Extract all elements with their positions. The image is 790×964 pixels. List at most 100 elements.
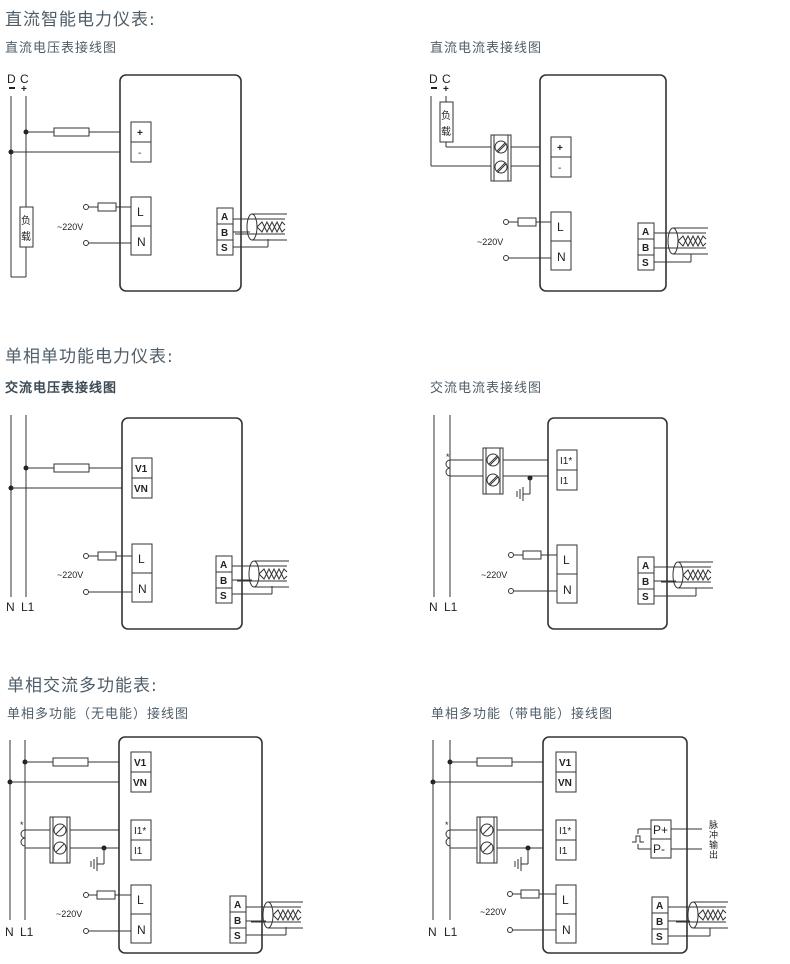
ct-polarity-mark: *: [446, 452, 450, 462]
terminal-n: N: [137, 923, 146, 937]
fuse: [476, 757, 513, 767]
fuse: [53, 463, 90, 473]
terminal-s: S: [656, 932, 663, 943]
diagram-dc-ammeter: D C + 负 载 + - L N ~220V A B S: [429, 72, 709, 292]
ct-coil-icon: [445, 459, 451, 477]
pulse-label-3: 输: [709, 839, 718, 850]
diagram-ac-voltmeter: N L1 V1 VN L N ~220V A B S: [6, 415, 290, 630]
terminal-vn: VN: [134, 484, 148, 495]
terminal-s: S: [220, 591, 227, 602]
terminal-l: L: [563, 553, 570, 567]
terminal-i1: I1: [559, 846, 568, 857]
terminal-s: S: [221, 243, 228, 254]
pulse-label-2: 冲: [709, 829, 718, 840]
terminal-i1-star: I1*: [560, 456, 572, 467]
comm-cable: [660, 561, 714, 589]
fuse: [96, 890, 116, 900]
terminal-vn: VN: [133, 778, 147, 789]
ct-polarity-mark: *: [20, 820, 24, 830]
line-label-n: N: [428, 925, 437, 939]
terminal-b: B: [220, 576, 227, 587]
line-label-n: N: [6, 600, 15, 614]
source-label-d: D: [7, 72, 16, 86]
fuse: [53, 127, 90, 137]
terminal-i1-star: I1*: [559, 826, 571, 837]
fuse: [522, 550, 542, 560]
line-label-l1: L1: [20, 925, 34, 939]
terminal-block: [490, 134, 512, 182]
terminal-plus: +: [557, 143, 563, 154]
ct-polarity-mark: *: [445, 820, 449, 830]
terminal-v1: V1: [135, 464, 148, 475]
load-label-1: 负: [441, 109, 451, 122]
terminal-block: [482, 447, 504, 495]
ct-coil-icon: [20, 829, 26, 847]
terminal-i1: I1: [134, 846, 143, 857]
terminal-b: B: [642, 577, 649, 588]
diagram-title-ac-ammeter: 交流电流表接线图: [430, 381, 543, 396]
terminal-s: S: [234, 931, 241, 942]
terminal-l: L: [138, 552, 145, 566]
diagram-title-dc-ammeter: 直流电流表接线图: [430, 41, 543, 56]
terminal-a: A: [642, 227, 649, 238]
fuse: [97, 551, 117, 561]
meter-body: [118, 736, 263, 954]
terminal-a: A: [221, 212, 228, 223]
terminal-n: N: [138, 582, 147, 596]
line-label-n: N: [429, 600, 438, 614]
terminal-l: L: [557, 220, 564, 234]
diagram-multifunction-with-energy: N L1 * V1 VN I1* I1 P+ P-: [428, 736, 729, 954]
terminal-n: N: [563, 583, 572, 597]
supply-voltage-label: ~220V: [57, 222, 83, 232]
source-label-d: D: [429, 72, 438, 86]
terminal-n: N: [562, 923, 571, 937]
line-label-l1: L1: [444, 600, 458, 614]
ground-icon: [90, 847, 105, 872]
terminal-b: B: [656, 917, 663, 928]
line-label-l1: L1: [444, 925, 458, 939]
fuse: [97, 202, 117, 212]
line-label-n: N: [5, 925, 14, 939]
line-label-l1: L1: [21, 600, 35, 614]
section-title-single-phase-single-function: 单相单功能电力仪表:: [5, 347, 174, 367]
terminal-p-plus: P+: [653, 823, 668, 837]
load-label-2: 载: [441, 126, 451, 138]
source-label-c: C: [20, 72, 29, 86]
supply-voltage-label: ~220V: [57, 570, 83, 580]
source-label-plus: +: [21, 84, 27, 95]
meter-body: [119, 74, 242, 292]
diagram-title-multifunction-with-energy: 单相多功能（带电能）接线图: [431, 707, 614, 722]
diagram-title-multifunction-no-energy: 单相多功能（无电能）接线图: [7, 707, 190, 722]
ground-icon: [514, 847, 529, 872]
terminal-minus: -: [138, 148, 141, 159]
meter-body: [547, 417, 668, 630]
fuse: [517, 217, 537, 227]
terminal-b: B: [642, 243, 649, 254]
terminal-b: B: [221, 228, 228, 239]
terminal-p-minus: P-: [653, 842, 665, 856]
diagram-title-ac-voltmeter: 交流电压表接线图: [5, 381, 118, 396]
pulse-label-4: 出: [709, 849, 718, 860]
supply-voltage-label: ~220V: [481, 570, 507, 580]
section-title-single-phase-multifunction: 单相交流多功能表:: [7, 676, 158, 696]
terminal-v1: V1: [134, 758, 147, 769]
fuse: [520, 889, 540, 899]
terminal-n: N: [137, 235, 146, 249]
comm-cable: [234, 213, 288, 241]
terminal-vn: VN: [558, 778, 572, 789]
terminal-l: L: [137, 205, 144, 219]
fuse: [52, 757, 89, 767]
pulse-wave-icon: [632, 835, 644, 843]
terminal-i1-star: I1*: [134, 826, 146, 837]
load-label-1: 负: [21, 214, 31, 227]
diagram-ac-ammeter: N L1 * I1* I1 L N ~220V A B S: [429, 415, 714, 630]
source-label-c: C: [442, 72, 451, 86]
terminal-n: N: [557, 250, 566, 264]
terminal-plus: +: [137, 128, 143, 139]
ground-icon: [516, 477, 531, 502]
diagram-title-dc-voltmeter: 直流电压表接线图: [5, 41, 118, 56]
terminal-b: B: [234, 916, 241, 927]
terminal-v1: V1: [559, 758, 572, 769]
terminal-s: S: [642, 258, 649, 269]
